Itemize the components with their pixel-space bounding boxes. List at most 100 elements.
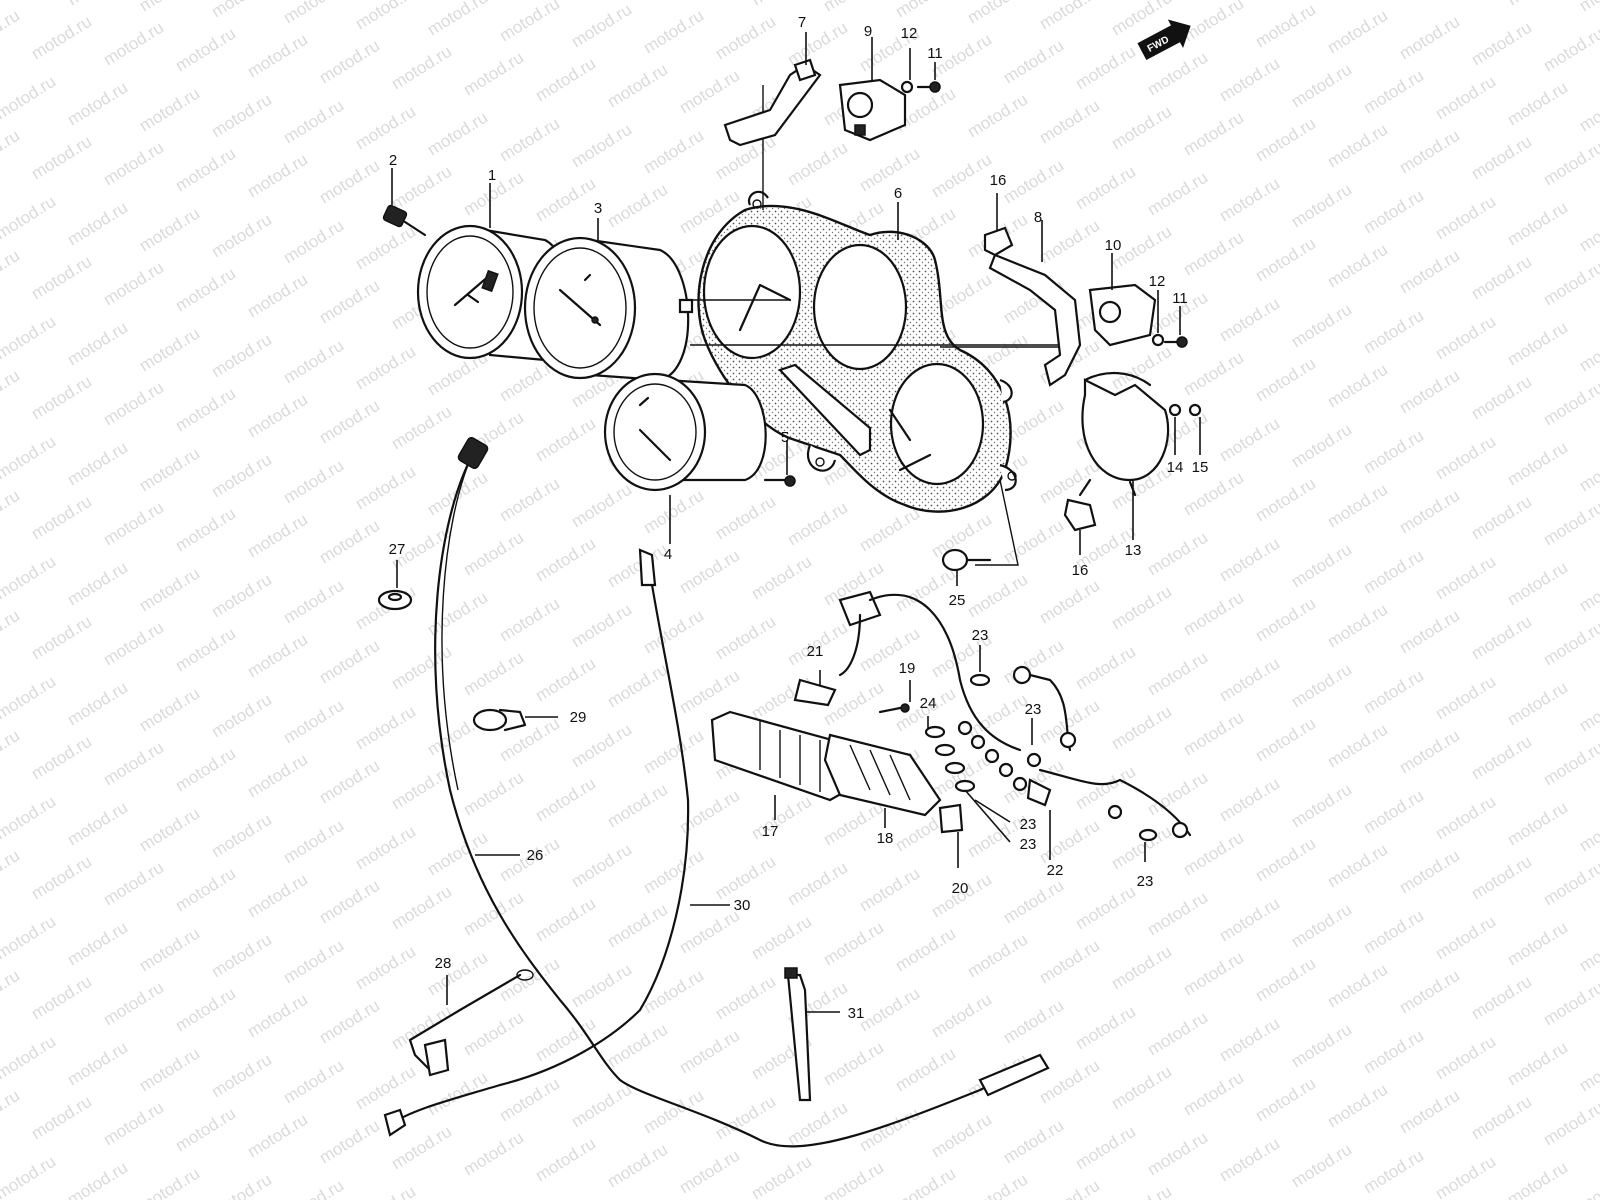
watermark-text: motod.ru <box>1432 432 1499 484</box>
watermark-text: motod.ru <box>748 792 815 844</box>
watermark-text: motod.ru <box>244 510 311 562</box>
nut-15 <box>1188 403 1202 417</box>
watermark-text: motod.ru <box>1432 72 1499 124</box>
watermark-text: motod.ru <box>208 690 275 742</box>
watermark-text: motod.ru <box>892 924 959 976</box>
watermark-text: motod.ru <box>460 768 527 820</box>
watermark-text: motod.ru <box>496 594 563 646</box>
callout-10: 10 <box>1105 237 1122 254</box>
watermark-text: motod.ru <box>388 162 455 214</box>
watermark-text: motod.ru <box>1576 564 1600 616</box>
watermark-text: motod.ru <box>460 1128 527 1180</box>
watermark-text: motod.ru <box>1144 648 1211 700</box>
washer-12-top <box>900 80 914 94</box>
watermark-text: motod.ru <box>928 750 995 802</box>
watermark-text: motod.ru <box>352 0 419 33</box>
watermark-text: motod.ru <box>460 648 527 700</box>
watermark-text: motod.ru <box>964 0 1031 27</box>
watermark-text: motod.ru <box>280 0 347 27</box>
watermark-text: motod.ru <box>1432 192 1499 244</box>
watermark-text: motod.ru <box>1324 960 1391 1012</box>
watermark-text: motod.ru <box>712 1092 779 1144</box>
watermark-text: motod.ru <box>1468 732 1535 784</box>
watermark-text: motod.ru <box>424 108 491 160</box>
watermark-text: motod.ru <box>172 144 239 196</box>
watermark-text: motod.ru <box>0 432 59 484</box>
watermark-text: motod.ru <box>1324 6 1391 58</box>
watermark-text: motod.ru <box>604 540 671 592</box>
watermark-text: motod.ru <box>532 414 599 466</box>
watermark-text: motod.ru <box>0 366 23 418</box>
watermark-text: motod.ru <box>1396 606 1463 658</box>
watermark-text: motod.ru <box>712 492 779 544</box>
watermark-text: motod.ru <box>1252 834 1319 886</box>
watermark-text: motod.ru <box>136 924 203 976</box>
watermark-text: motod.ru <box>1216 774 1283 826</box>
watermark-text: motod.ru <box>352 1182 419 1200</box>
watermark-text: motod.ru <box>676 546 743 598</box>
watermark-text: motod.ru <box>1396 246 1463 298</box>
watermark-text: motod.ru <box>28 852 95 904</box>
watermark-text: motod.ru <box>568 840 635 892</box>
watermark-text: motod.ru <box>1036 576 1103 628</box>
watermark-text: motod.ru <box>1144 1128 1211 1180</box>
callout-23-c: 23 <box>1020 816 1037 833</box>
watermark-text: motod.ru <box>100 618 167 670</box>
watermark-text: motod.ru <box>1252 354 1319 406</box>
watermark-text: motod.ru <box>424 0 491 39</box>
watermark-text: motod.ru <box>424 1068 491 1120</box>
watermark-text: motod.ru <box>1108 1182 1175 1200</box>
watermark-text: motod.ru <box>388 42 455 94</box>
watermark-text: motod.ru <box>784 498 851 550</box>
watermark-text: motod.ru <box>1216 1014 1283 1066</box>
watermark-text: motod.ru <box>172 24 239 76</box>
watermark-text: motod.ru <box>784 18 851 70</box>
watermark-text: motod.ru <box>640 1086 707 1138</box>
watermark-text: motod.ru <box>136 1044 203 1096</box>
screw-2 <box>382 204 427 237</box>
watermark-text: motod.ru <box>1072 162 1139 214</box>
watermark-text: motod.ru <box>1216 894 1283 946</box>
grommet-27 <box>377 589 413 611</box>
watermark-text: motod.ru <box>1324 240 1391 292</box>
watermark-text: motod.ru <box>604 180 671 232</box>
bracket-7 <box>723 58 822 147</box>
watermark-text: motod.ru <box>136 204 203 256</box>
watermark-text: motod.ru <box>1396 366 1463 418</box>
watermark-text: motod.ru <box>1216 414 1283 466</box>
tacho-cable-26 <box>434 436 1050 1148</box>
watermark-text: motod.ru <box>1108 942 1175 994</box>
watermark-text: motod.ru <box>136 324 203 376</box>
watermark-text: motod.ru <box>1324 360 1391 412</box>
watermark-text: motod.ru <box>676 1026 743 1078</box>
watermark-text: motod.ru <box>460 528 527 580</box>
watermark-text: motod.ru <box>1216 54 1283 106</box>
watermark-text: motod.ru <box>1576 444 1600 496</box>
screw-11-right <box>1163 336 1188 348</box>
watermark-text: motod.ru <box>1468 18 1535 70</box>
watermark-text: motod.ru <box>100 138 167 190</box>
watermark-text: motod.ru <box>0 6 23 58</box>
watermark-text: motod.ru <box>244 870 311 922</box>
watermark-text: motod.ru <box>1324 840 1391 892</box>
watermark-text: motod.ru <box>1540 618 1600 670</box>
watermark-text: motod.ru <box>1252 114 1319 166</box>
callout-1: 1 <box>488 167 496 184</box>
watermark-text: motod.ru <box>244 1110 311 1162</box>
watermark-text: motod.ru <box>1108 702 1175 754</box>
watermark-text: motod.ru <box>316 756 383 808</box>
watermark-text: motod.ru <box>604 900 671 952</box>
watermark-text: motod.ru <box>1360 786 1427 838</box>
callout-13: 13 <box>1125 542 1142 559</box>
callout-3: 3 <box>594 200 602 217</box>
watermark-text: motod.ru <box>964 90 1031 142</box>
watermark-text: motod.ru <box>1288 1020 1355 1072</box>
watermark-text: motod.ru <box>208 810 275 862</box>
watermark-text: motod.ru <box>0 126 23 178</box>
watermark-text: motod.ru <box>352 342 419 394</box>
callout-17: 17 <box>762 823 779 840</box>
watermark-text: motod.ru <box>1396 126 1463 178</box>
wiring-harness-22 <box>838 590 1192 839</box>
watermark-text: motod.ru <box>1288 60 1355 112</box>
